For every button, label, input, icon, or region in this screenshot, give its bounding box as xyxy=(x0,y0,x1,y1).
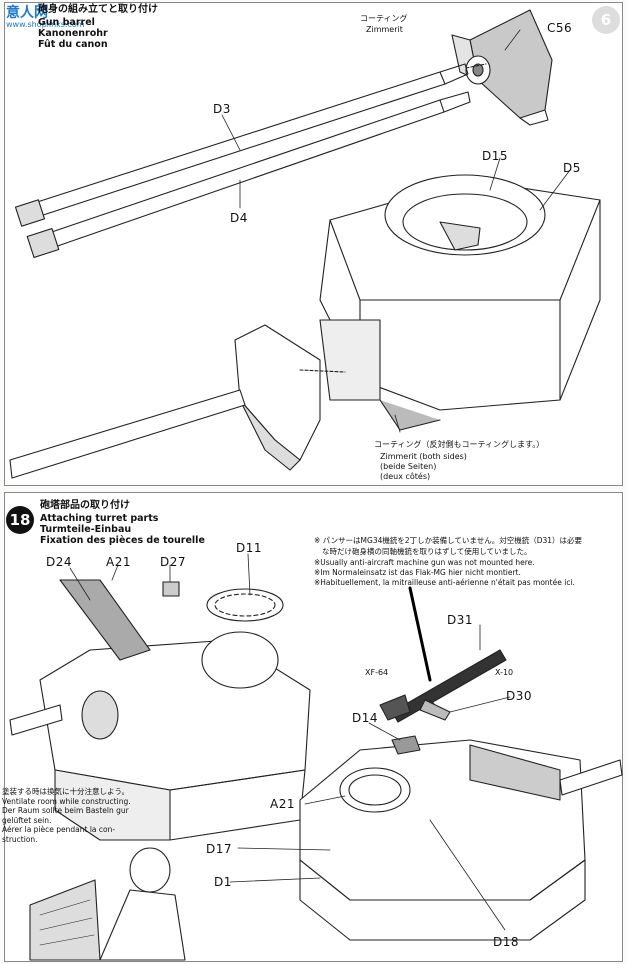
step-title-jp: 砲塔部品の取り付け xyxy=(40,500,130,511)
step-title-en: Attaching turret parts xyxy=(40,513,159,524)
warning-fr-1: Aérer la pièce pendant la con- xyxy=(2,825,116,834)
step-title-fr: Fixation des pièces de tourelle xyxy=(40,535,205,546)
paint-label-x10: X-10 xyxy=(495,668,514,677)
turret-body xyxy=(319,174,601,431)
warning-de-2: gelüftet sein. xyxy=(2,815,52,825)
part-label-d1: D1 xyxy=(214,875,232,889)
step-title-fr: Fût du canon xyxy=(38,39,108,50)
warning-de-1: Der Raum sollte beim Basteln gur xyxy=(2,806,129,815)
zimmerit-note-de: (beide Seiten) xyxy=(380,462,437,471)
warning-en: Ventilate room while constructing. xyxy=(2,796,131,806)
part-label-a21: A21 xyxy=(106,555,131,569)
part-label-d27: D27 xyxy=(160,555,187,569)
zimmerit-label-de: Zimmerit xyxy=(366,25,403,34)
mg-note-en: ※Usually anti-aircraft machine gun was n… xyxy=(314,558,535,567)
watermark-url: www.shoplinks.com xyxy=(6,20,85,29)
mantlet-large xyxy=(234,324,321,471)
paint-label-xf64: XF-64 xyxy=(365,668,389,677)
gun-barrel-d4 xyxy=(26,91,471,259)
main-gun-tube xyxy=(9,389,246,479)
part-label-d30: D30 xyxy=(506,689,533,703)
warning-fr-2: struction. xyxy=(2,834,38,844)
part-label-d31: D31 xyxy=(447,613,474,627)
cartoon-worker xyxy=(29,847,186,961)
warning-jp: 塗装する時は換気に十分注意しよう。 xyxy=(2,787,130,796)
machine-gun-d31 xyxy=(379,649,507,723)
turret-rear xyxy=(299,739,623,941)
leader-lines xyxy=(69,29,571,931)
zimmerit-note-en: Zimmerit (both sides) xyxy=(380,452,467,461)
part-label-d11: D11 xyxy=(236,541,263,555)
mantlet-part-c56 xyxy=(451,9,553,126)
part-label-d3: D3 xyxy=(213,102,231,116)
mg-note-fr: ※Habituellement, la mitrailleuse anti-aé… xyxy=(314,578,575,587)
step-title-jp: 砲身の組み立てと取り付け xyxy=(38,4,158,15)
part-label-d18: D18 xyxy=(493,935,520,949)
step-title-de: Turmteile-Einbau xyxy=(40,524,132,535)
step-number-badge: 18 xyxy=(6,506,34,534)
part-label-d15: D15 xyxy=(482,149,509,163)
part-label-d14: D14 xyxy=(352,711,379,725)
step-number-badge: 6 xyxy=(592,6,620,34)
part-label-d5: D5 xyxy=(563,161,581,175)
mg-note-jp-2: な時だけ砲身横の同軸機銃を取りはずして使用していました。 xyxy=(322,547,532,556)
part-label-d24: D24 xyxy=(46,555,73,569)
ventilation-warning: 塗装する時は換気に十分注意しよう。 Ventilate room while c… xyxy=(2,787,140,844)
mg-note-de: ※Im Normaleinsatz ist das Flak-MG hier n… xyxy=(314,568,521,577)
part-label-d17: D17 xyxy=(206,842,233,856)
zimmerit-note-jp: コーティング（反対側もコーティングします。） xyxy=(374,440,545,449)
part-label-c56: C56 xyxy=(547,21,573,35)
part-label-a21-2: A21 xyxy=(270,797,295,811)
mg-note-jp-1: ※ パンサーはMG34機銃を2丁しか装備していません。対空機銃（D31）は必要 xyxy=(314,536,583,545)
turret-lower xyxy=(9,579,311,841)
gun-barrel-d3 xyxy=(14,63,469,227)
zimmerit-label-jp: コーティング xyxy=(360,14,408,23)
part-label-d4: D4 xyxy=(230,211,248,225)
zimmerit-note-fr: (deux côtés) xyxy=(380,472,431,481)
mount-d14 xyxy=(391,699,451,755)
step-title-de: Kanonenrohr xyxy=(38,28,108,39)
step-title-en: Gun barrel xyxy=(38,17,95,28)
watermark-logo: 意人网 xyxy=(6,5,48,21)
